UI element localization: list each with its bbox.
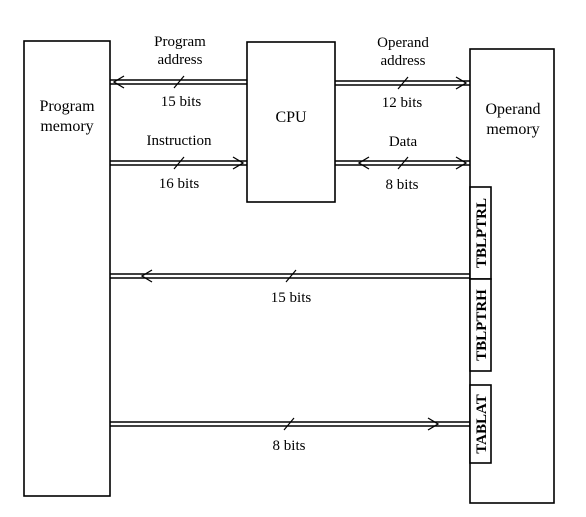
tablat-register: TABLAT bbox=[469, 384, 492, 464]
tblptrh-register: TBLPTRH bbox=[469, 278, 492, 372]
operand-memory-label-line2: memory bbox=[486, 121, 539, 138]
program-address-label-line2: address bbox=[158, 52, 203, 68]
cpu-label: CPU bbox=[275, 109, 307, 126]
operand-address-width: 12 bits bbox=[382, 95, 423, 111]
instruction-bus: Instruction 16 bits bbox=[110, 133, 247, 192]
table-pointer-bus: 15 bits bbox=[110, 269, 470, 306]
program-memory-block: Program memory bbox=[23, 40, 111, 497]
tblptrl-register: TBLPTRL bbox=[469, 186, 492, 280]
data-width: 8 bits bbox=[386, 177, 419, 193]
operand-address-label-line2: address bbox=[381, 53, 426, 69]
operand-memory-label-line1: Operand bbox=[485, 101, 540, 118]
tblptrh-label: TBLPTRH bbox=[474, 289, 490, 361]
instruction-label: Instruction bbox=[147, 133, 212, 149]
table-latch-bus: 8 bits bbox=[110, 417, 470, 454]
program-address-width: 15 bits bbox=[161, 94, 202, 110]
table-latch-width: 8 bits bbox=[273, 438, 306, 454]
operand-address-label-line1: Operand bbox=[377, 35, 429, 51]
data-label: Data bbox=[389, 134, 418, 150]
table-pointer-width: 15 bits bbox=[271, 290, 312, 306]
cpu-block: CPU bbox=[246, 41, 336, 203]
operand-address-bus: Operand address 12 bits bbox=[335, 35, 470, 111]
program-address-bus: Program address 15 bits bbox=[110, 34, 247, 110]
data-bus: Data 8 bits bbox=[335, 134, 470, 193]
instruction-width: 16 bits bbox=[159, 176, 200, 192]
tblptrl-label: TBLPTRL bbox=[474, 198, 490, 268]
tablat-label: TABLAT bbox=[474, 394, 490, 453]
program-memory-label-line1: Program bbox=[39, 98, 95, 115]
program-address-label-line1: Program bbox=[154, 34, 206, 50]
program-memory-label-line2: memory bbox=[40, 118, 93, 135]
